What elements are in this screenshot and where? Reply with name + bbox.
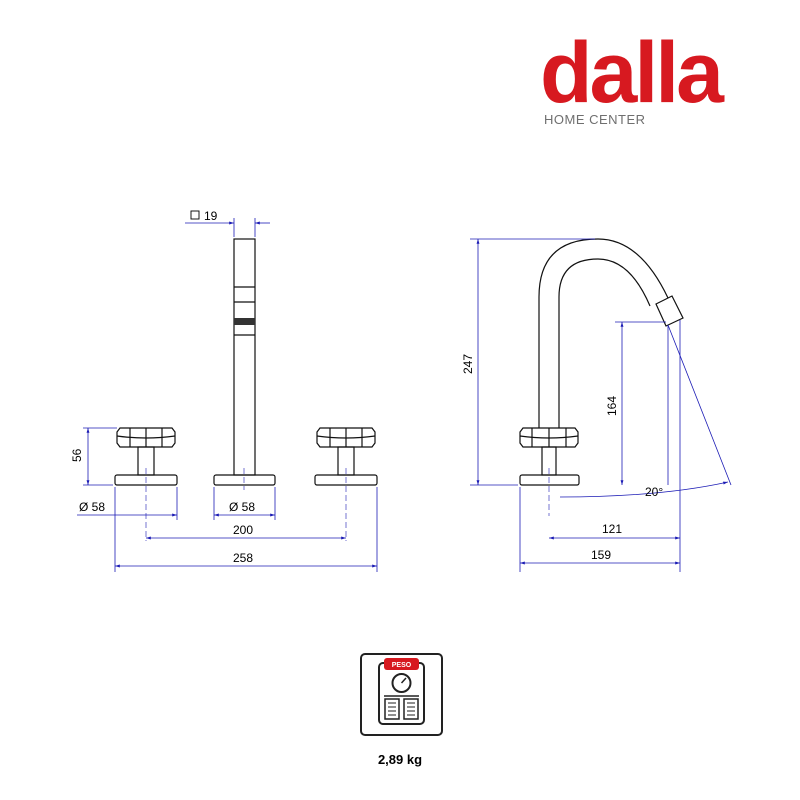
dim-handle-diameter-label: Ø 58 (79, 500, 105, 514)
dim-spout-reach-label: 121 (602, 522, 622, 536)
dim-spout-height: 164 (605, 321, 666, 485)
front-view: 19 56 Ø 58 Ø 58 200 (70, 209, 378, 572)
front-center-lines (145, 468, 347, 541)
dim-spout-height-label: 164 (605, 396, 619, 416)
scale-peso-label: PESO (392, 662, 412, 669)
right-handle (314, 427, 378, 486)
dim-spout-reach: 121 (549, 320, 681, 572)
dim-total-depth: 159 (519, 487, 680, 572)
side-spout (538, 238, 684, 428)
dim-handle-spacing-label: 200 (233, 523, 253, 537)
spout-front (213, 238, 276, 486)
dim-total-depth-label: 159 (591, 548, 611, 562)
dim-spray-angle-label: 20° (645, 485, 663, 499)
dim-spout-section: 19 (185, 209, 270, 237)
dalla-logo: dalla HOME CENTER (540, 30, 762, 132)
dim-spray-angle: 20° (559, 324, 732, 499)
weight-value: 2,89 kg (377, 752, 423, 767)
dim-handle-height: 56 (70, 427, 117, 486)
logo-wordmark: dalla (540, 25, 724, 121)
dim-handle-diameter: Ø 58 (77, 487, 178, 572)
square-section-icon (190, 210, 200, 220)
dim-total-height: 247 (461, 238, 595, 486)
scale-icon: PESO (378, 658, 425, 725)
dim-total-height-label: 247 (461, 354, 475, 374)
dim-handle-height-label: 56 (70, 448, 84, 462)
dim-spout-section-label: 19 (204, 209, 218, 223)
dim-total-width: 258 (115, 487, 378, 572)
side-handle (519, 427, 580, 486)
dim-base-diameter: Ø 58 (213, 487, 276, 520)
dim-handle-spacing: 200 (146, 523, 346, 540)
side-view: 247 164 20° 121 159 (461, 238, 732, 572)
logo-subtitle: HOME CENTER (544, 112, 646, 127)
left-handle (114, 427, 178, 486)
dim-total-width-label: 258 (233, 551, 253, 565)
dim-base-diameter-label: Ø 58 (229, 500, 255, 514)
weight-scale-icon: PESO (360, 653, 443, 736)
